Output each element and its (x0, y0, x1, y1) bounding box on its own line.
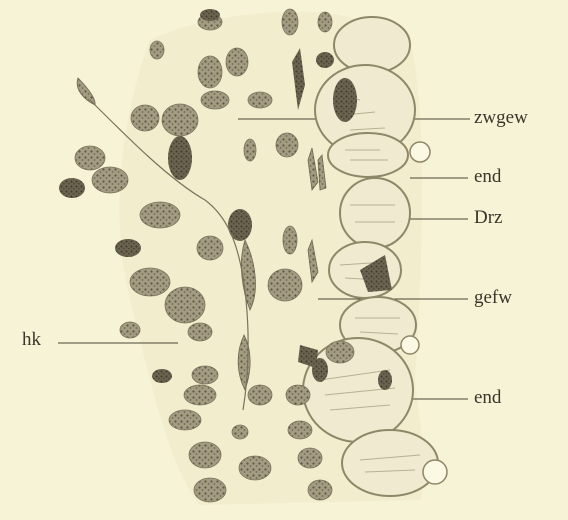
label-drz: Drz (474, 208, 502, 227)
label-hk: hk (22, 330, 41, 349)
label-end-top: end (474, 167, 501, 186)
label-zwgew: zwgew (474, 108, 528, 127)
label-end-bottom: end (474, 388, 501, 407)
label-gefw: gefw (474, 288, 512, 307)
